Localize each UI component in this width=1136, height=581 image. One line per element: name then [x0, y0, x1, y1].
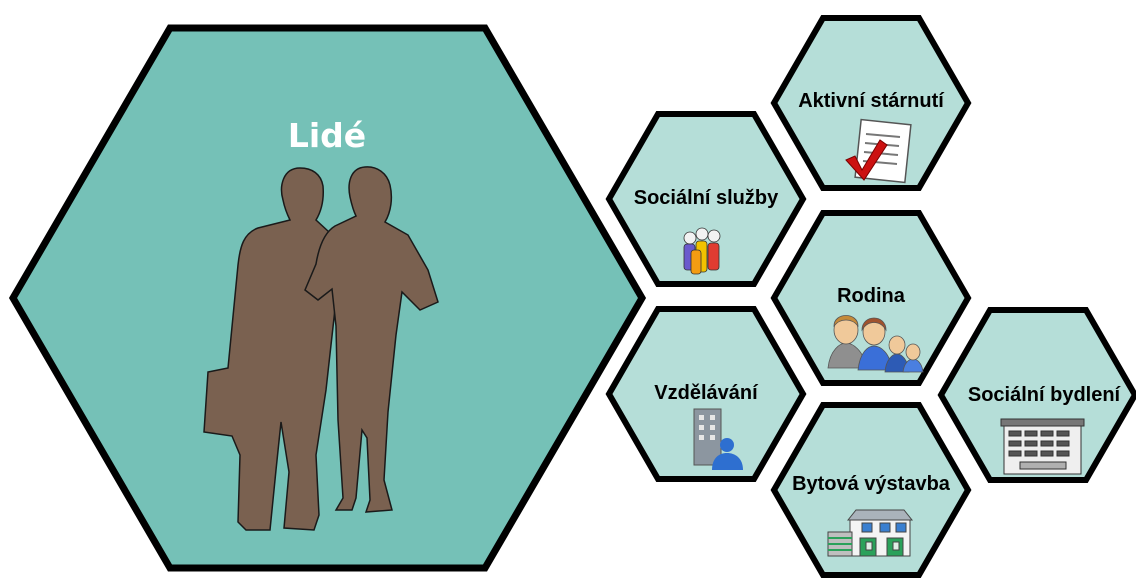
hex-label-aktivni-starnuti: Aktivní stárnutí [798, 90, 945, 112]
house-construction-icon [827, 509, 914, 557]
hex-socialni-sluzby[interactable]: Sociální služby [605, 111, 807, 287]
hex-socialni-bydleni[interactable]: Sociální bydlení [937, 307, 1136, 483]
people-silhouette-icon [203, 166, 439, 531]
hex-rodina[interactable]: Rodina [770, 210, 972, 386]
apartment-building-icon [1000, 418, 1085, 475]
school-building-user-icon [693, 408, 743, 470]
people-group-icon [683, 227, 721, 275]
hex-aktivni-starnuti[interactable]: Aktivní stárnutí [770, 15, 972, 191]
checklist-icon [845, 118, 912, 184]
main-hexagon-lide[interactable]: Lidé [8, 24, 647, 572]
hex-vzdelavani[interactable]: Vzdělávání [605, 306, 807, 482]
family-icon [827, 315, 924, 373]
hex-label-socialni-bydleni: Sociální bydlení [968, 384, 1122, 406]
hex-label-socialni-sluzby: Sociální služby [634, 187, 779, 209]
main-title: Lidé [288, 116, 366, 155]
hex-bytova-vystavba[interactable]: Bytová výstavba [770, 402, 972, 578]
hex-label-rodina: Rodina [837, 285, 906, 307]
hex-label-bytova-vystavba: Bytová výstavba [792, 473, 951, 495]
hex-label-vzdelavani: Vzdělávání [654, 382, 759, 404]
